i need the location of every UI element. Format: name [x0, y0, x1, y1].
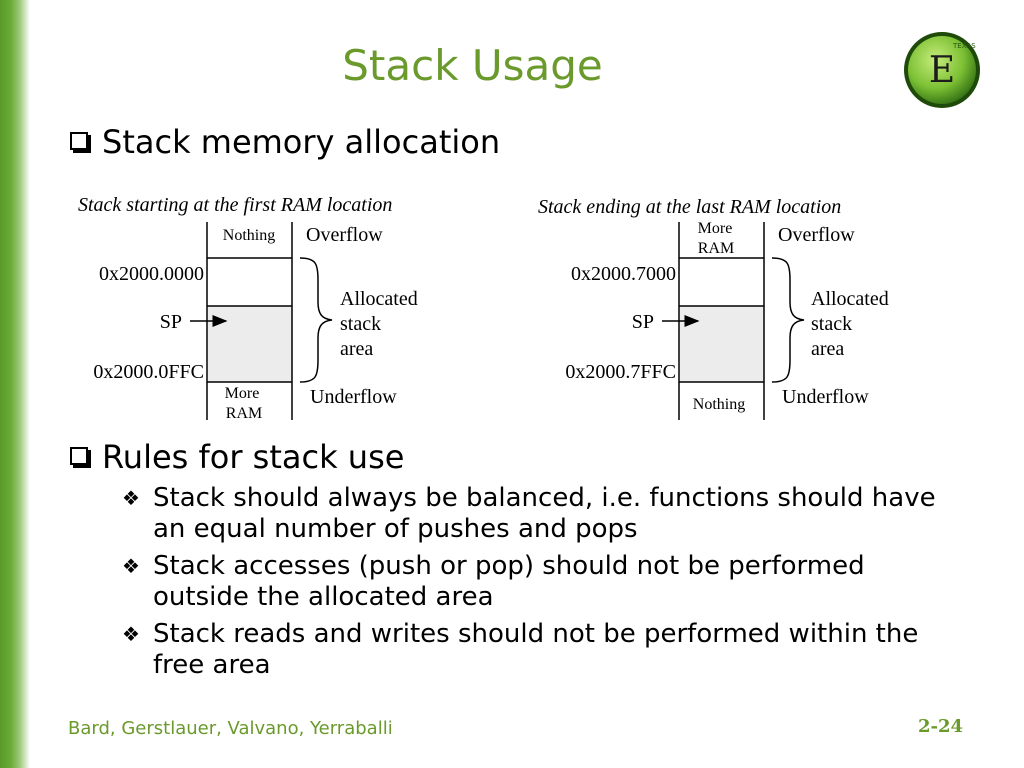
right-underflow: Underflow [782, 386, 869, 408]
left-brace-icon [299, 257, 333, 383]
right-addr-bottom: 0x2000.7FFC [565, 361, 676, 383]
left-caption: Stack starting at the first RAM location [78, 194, 392, 216]
left-top-cell: Nothing [223, 227, 275, 244]
right-top-cell-line2: RAM [698, 240, 734, 257]
rule-item-2: ❖ Stack accesses (push or pop) should no… [122, 551, 952, 613]
slide-title: Stack Usage [342, 41, 603, 90]
left-bottom-cell-line1: More [225, 385, 260, 402]
right-bottom-cell: Nothing [693, 396, 745, 413]
left-allocated-line3: area [340, 338, 373, 360]
bullet-stack-memory-text: Stack memory allocation [102, 123, 501, 161]
rule-text-1: Stack should always be balanced, i.e. fu… [153, 483, 936, 544]
checkbox-bullet-icon [70, 447, 88, 465]
rule-text-3: Stack reads and writes should not be per… [153, 619, 919, 680]
left-allocated-line1: Allocated [340, 288, 418, 310]
logo-letter: E [929, 50, 955, 91]
right-allocated-line3: area [811, 338, 844, 360]
left-addr-bottom: 0x2000.0FFC [93, 361, 204, 383]
left-allocated-region [208, 306, 292, 382]
page-number: 2-24 [918, 716, 964, 737]
diagram-left: Stack starting at the first RAM location… [78, 194, 418, 422]
diamond-bullet-icon: ❖ [122, 486, 140, 510]
texas-e-logo: TEXAS E [904, 32, 980, 108]
left-sp-label: SP [160, 311, 182, 333]
stack-diagrams: Stack starting at the first RAM location… [78, 194, 889, 422]
right-sp-label: SP [632, 311, 654, 333]
logo-small-text: TEXAS [952, 42, 976, 50]
left-overflow: Overflow [306, 224, 383, 246]
diamond-bullet-icon: ❖ [122, 622, 140, 646]
left-accent-bar [0, 0, 30, 768]
diamond-bullet-icon: ❖ [122, 554, 140, 578]
right-allocated-line2: stack [811, 313, 852, 335]
diagram-right: Stack ending at the last RAM location Mo… [538, 196, 889, 420]
left-allocated-line2: stack [340, 313, 381, 335]
bullet-rules-text: Rules for stack use [102, 438, 405, 476]
rule-text-2: Stack accesses (push or pop) should not … [153, 551, 865, 612]
left-bottom-cell-line2: RAM [226, 405, 262, 422]
bullet-rules: Rules for stack use [70, 437, 404, 477]
right-caption: Stack ending at the last RAM location [538, 196, 841, 218]
right-allocated-line1: Allocated [811, 288, 889, 310]
rule-item-1: ❖ Stack should always be balanced, i.e. … [122, 483, 952, 545]
rule-item-3: ❖ Stack reads and writes should not be p… [122, 619, 952, 681]
checkbox-bullet-icon [70, 132, 88, 150]
right-brace-icon [771, 257, 805, 383]
right-allocated-region [680, 306, 764, 382]
left-addr-top: 0x2000.0000 [99, 263, 204, 285]
bullet-stack-memory: Stack memory allocation [70, 122, 500, 162]
footer-authors: Bard, Gerstlauer, Valvano, Yerraballi [68, 718, 393, 739]
right-overflow: Overflow [778, 224, 855, 246]
right-addr-top: 0x2000.7000 [571, 263, 676, 285]
right-top-cell-line1: More [698, 220, 733, 237]
left-underflow: Underflow [310, 386, 397, 408]
